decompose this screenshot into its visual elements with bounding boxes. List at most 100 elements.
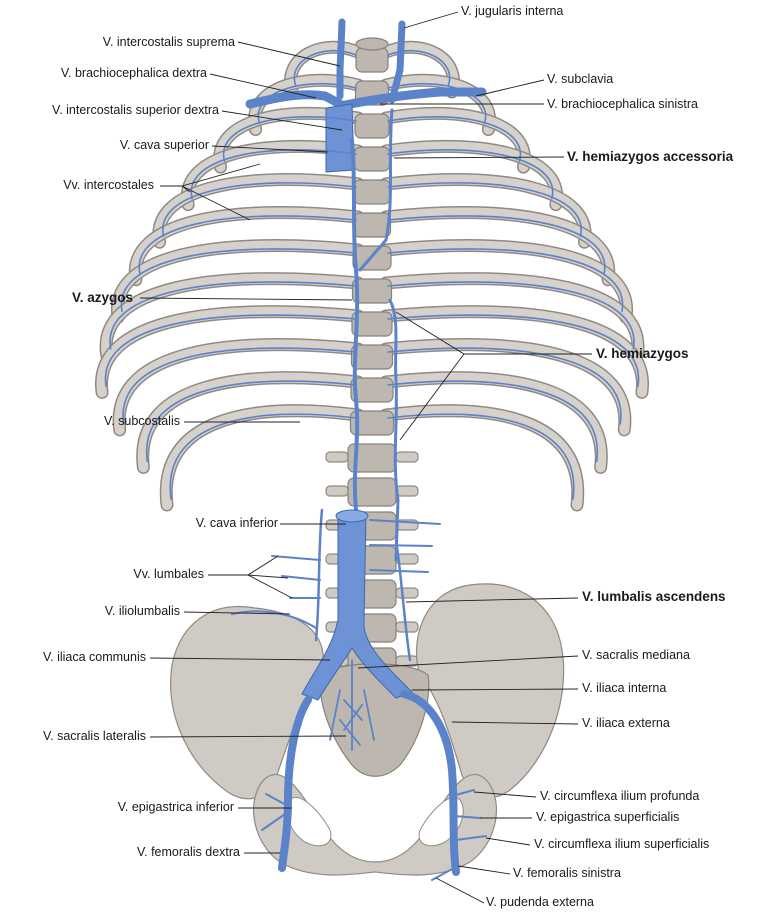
- label-intercostalis-suprema: V. intercostalis suprema: [102, 35, 235, 49]
- vein-brachiocephalica-dextra: [245, 90, 345, 109]
- lead-sacralis-lateralis: [149, 735, 347, 738]
- sacrum: [319, 663, 430, 777]
- lead-brachiocephalica-dextra: [209, 73, 317, 99]
- vertebra-8: [351, 278, 393, 304]
- vein-intercostales-group: [104, 50, 640, 500]
- vein-hemiazygos-accessoria: [358, 108, 394, 272]
- label-lumbalis-ascendens: V. lumbalis ascendens: [582, 589, 726, 604]
- vein-iliaca-externa-left: [400, 690, 460, 876]
- label-lumbales: Vv. lumbales: [133, 567, 204, 581]
- label-femoralis-sinistra: V. femoralis sinistra: [513, 866, 621, 880]
- label-cava-inferior: V. cava inferior: [195, 516, 278, 530]
- rib-right-6: [130, 207, 363, 285]
- lead-lumbales-a: [208, 555, 279, 576]
- intercostal-vein-left-11: [387, 380, 599, 463]
- lead-sacralis-mediana: [357, 655, 579, 669]
- vein-azygos: [350, 138, 360, 512]
- label-epigastrica-superficialis: V. epigastrica superficialis: [536, 810, 680, 824]
- intercostal-vein-left-6: [387, 215, 606, 275]
- vein-sacralis-network: [329, 659, 375, 751]
- label-jugularis-interna: V. jugularis interna: [461, 4, 564, 18]
- intercostal-vein-left-1: [387, 50, 451, 87]
- label-epigastrica-inferior: V. epigastrica inferior: [117, 800, 234, 814]
- lead-circumflexa-ilium-profunda: [473, 791, 537, 798]
- label-pudenda-externa: V. pudenda externa: [486, 895, 594, 909]
- intercostal-vein-left-3: [387, 115, 522, 162]
- vertebra-4: [353, 146, 391, 172]
- leader-lines: [139, 11, 592, 904]
- label-iliaca-communis: V. iliaca communis: [42, 650, 146, 664]
- lead-subclavia: [475, 79, 545, 97]
- lead-femoralis-sinistra: [457, 865, 511, 875]
- label-circumflexa-ilium-profunda: V. circumflexa ilium profunda: [540, 789, 700, 803]
- intercostal-vein-left-4: [387, 149, 554, 200]
- vein-hemiazygos: [388, 298, 400, 562]
- vertebra-9: [351, 311, 393, 337]
- transverse-process-right-13: [325, 451, 349, 463]
- lead-intercostales-c: [181, 185, 191, 193]
- transverse-process-left-13: [395, 451, 419, 463]
- rib-left-5: [381, 174, 591, 248]
- lead-cava-superior: [211, 145, 329, 153]
- lead-intercostalis-superior-dextra: [221, 110, 343, 131]
- vein-circumflexa-left: [451, 789, 487, 841]
- label-iliolumbalis: V. iliolumbalis: [104, 604, 180, 618]
- intercostal-vein-right-7: [120, 248, 357, 313]
- label-subcostalis: V. subcostalis: [104, 414, 180, 428]
- rib-left-7: [381, 240, 632, 323]
- vertebra-5: [353, 179, 391, 205]
- intercostal-vein-right-12: [169, 413, 357, 500]
- intercostal-vein-right-3: [222, 115, 357, 162]
- intercostal-vein-left-5: [387, 182, 582, 237]
- lead-intercostales-b: [181, 185, 251, 221]
- rib-left-10: [381, 339, 630, 435]
- lead-iliaca-interna: [411, 688, 579, 691]
- label-sacralis-mediana: V. sacralis mediana: [582, 648, 690, 662]
- intercostal-vein-right-5: [162, 182, 357, 237]
- lead-pudenda-externa: [435, 877, 485, 904]
- intercostal-vein-left-2: [387, 82, 487, 125]
- rib-left-9: [381, 306, 648, 398]
- lead-iliolumbalis: [183, 611, 291, 615]
- intercostal-vein-left-7: [387, 248, 624, 313]
- vein-jugularis-interna-right: [336, 18, 346, 100]
- intercostal-vein-right-2: [257, 82, 357, 125]
- lead-lumbales-c: [247, 574, 293, 599]
- lead-circumflexa-ilium-superficialis: [485, 837, 531, 846]
- label-intercostalis-superior-dextra: V. intercostalis superior dextra: [52, 103, 219, 117]
- label-femoralis-dextra: V. femoralis dextra: [136, 845, 240, 859]
- vein-lumbales: [271, 519, 441, 599]
- intercostal-vein-left-10: [387, 347, 622, 425]
- vein-cava-superior: [325, 103, 355, 173]
- intercostal-vein-right-11: [145, 380, 357, 463]
- rib-left-8: [381, 273, 643, 360]
- intercostal-vein-right-9: [104, 314, 357, 388]
- vein-lumbalis-ascendens: [394, 538, 412, 662]
- label-subclavia: V. subclavia: [547, 72, 614, 86]
- label-intercostales: Vv. intercostales: [63, 178, 154, 192]
- vein-iliaca-externa-right: [278, 696, 312, 872]
- label-cava-superior: V. cava superior: [119, 138, 209, 152]
- left-ilium: [415, 583, 565, 798]
- rib-right-4: [182, 141, 363, 210]
- intercostal-vein-left-8: [387, 281, 635, 350]
- vertebra-10: [350, 344, 394, 370]
- vein-pudenda-externa: [431, 867, 455, 881]
- rib-left-11: [381, 372, 607, 473]
- intercostal-vein-left-12: [387, 413, 575, 500]
- lead-intercostalis-suprema: [237, 41, 341, 67]
- pubic-ring: [252, 774, 498, 876]
- lead-lumbalis-ascendens: [405, 597, 579, 603]
- intercostal-vein-right-10: [122, 347, 357, 425]
- intercostal-vein-left-9: [387, 314, 640, 388]
- vertebra-3: [354, 113, 390, 139]
- rib-right-8: [101, 273, 363, 360]
- lead-lumbales-b: [247, 574, 289, 579]
- label-sacralis-lateralis: V. sacralis lateralis: [42, 729, 146, 743]
- intercostal-vein-right-8: [109, 281, 357, 350]
- lead-azygos: [139, 297, 353, 301]
- lead-jugularis-interna: [403, 11, 459, 29]
- lead-hemiazygos-b: [399, 353, 465, 441]
- rib-right-10: [114, 339, 363, 435]
